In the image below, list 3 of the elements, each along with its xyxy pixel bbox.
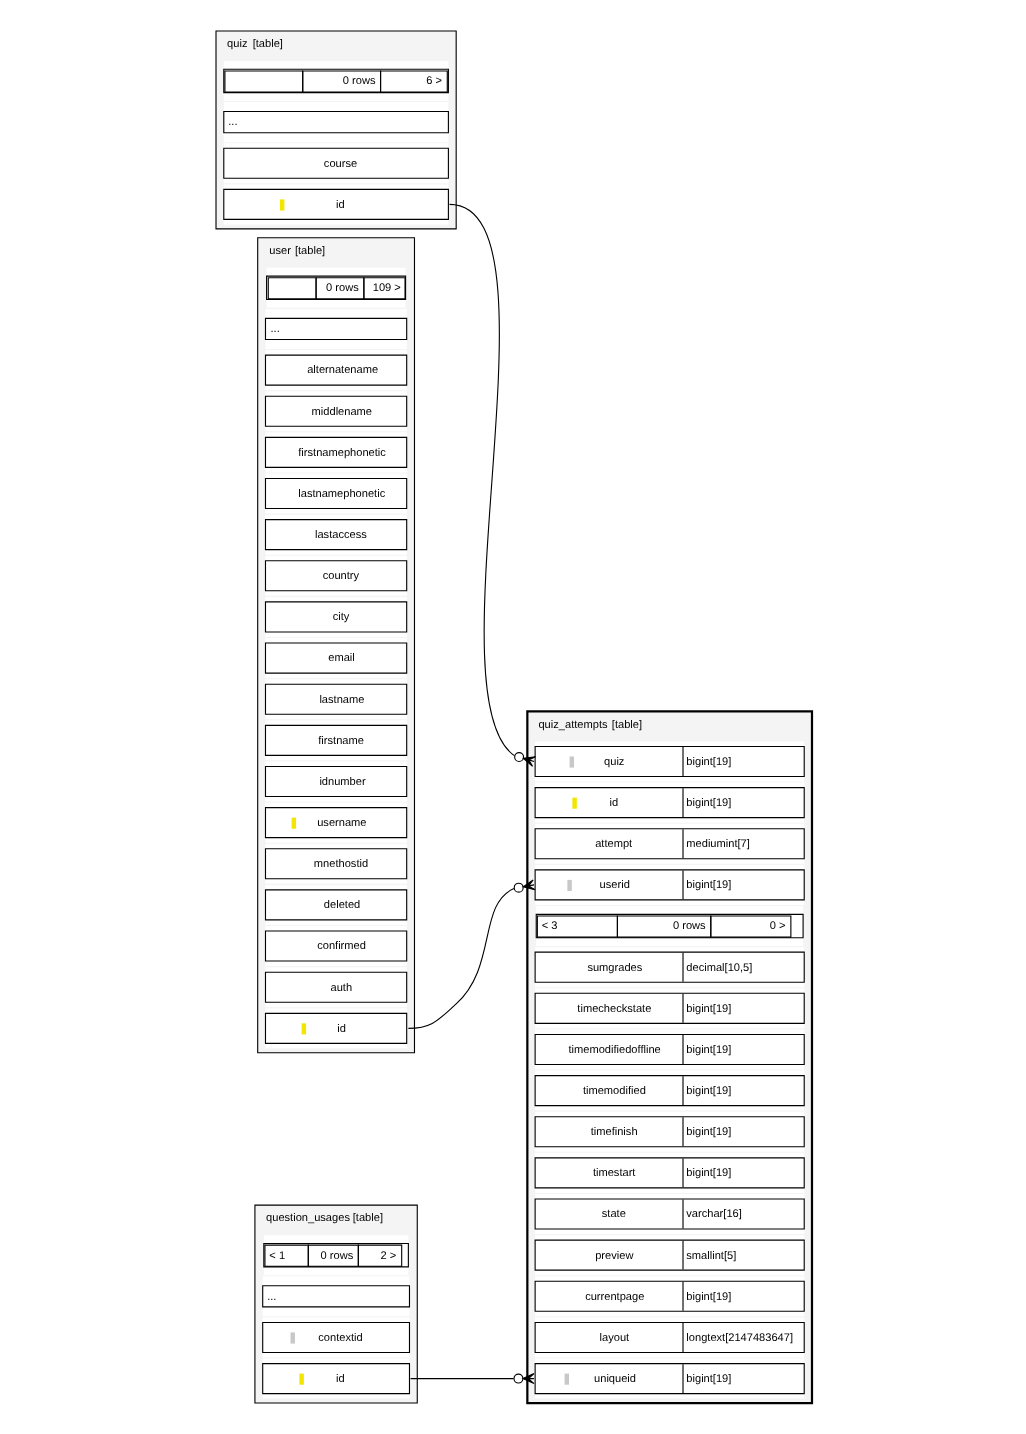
connector (406, 879, 535, 1029)
connector (447, 203, 535, 767)
connector (409, 1373, 534, 1385)
